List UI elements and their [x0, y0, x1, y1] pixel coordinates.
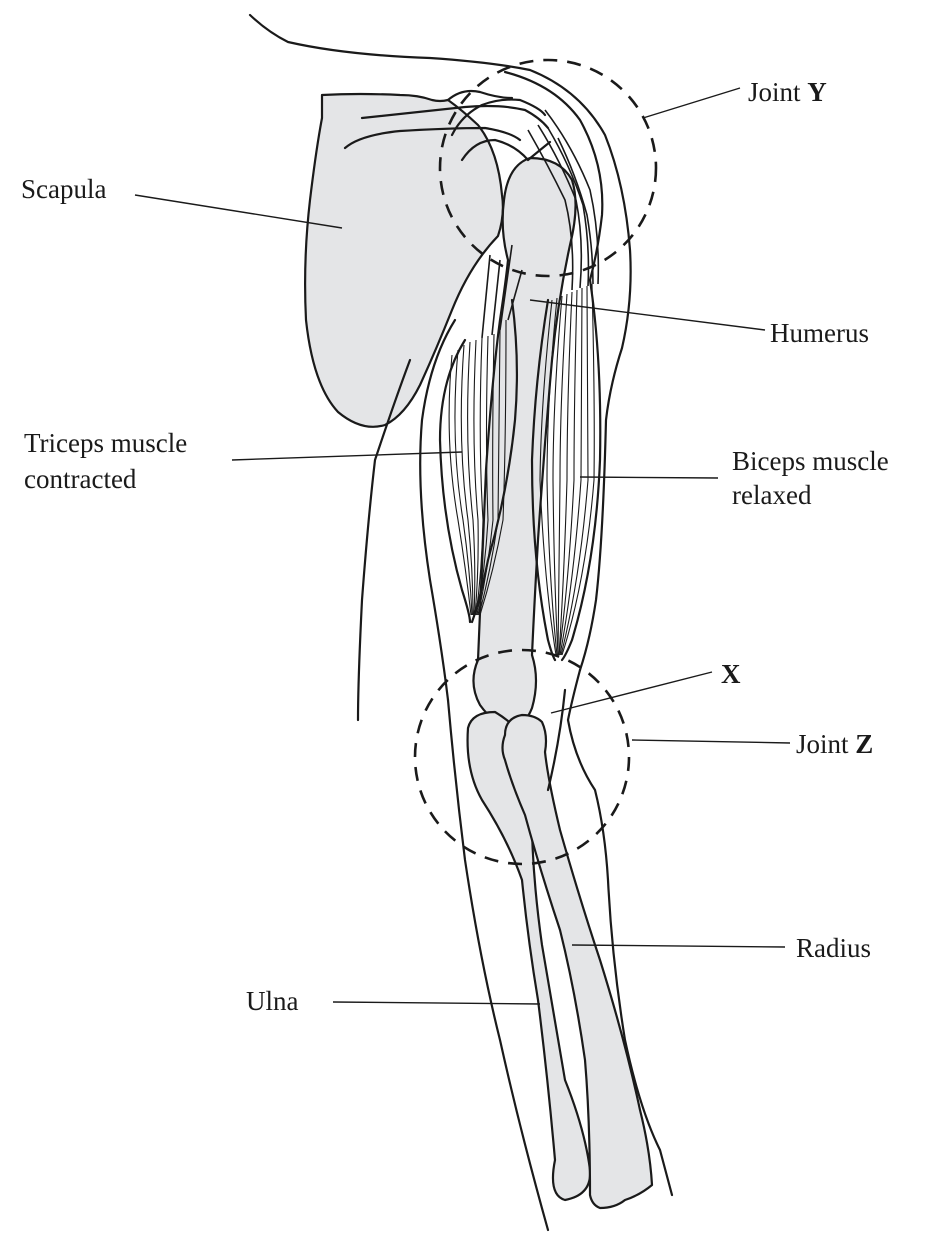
biceps-label-line1: Biceps muscle — [732, 446, 889, 476]
biceps-leader — [580, 477, 718, 478]
ulna-leader — [333, 1002, 540, 1004]
triceps-label-line2: contracted — [24, 464, 137, 494]
radius-leader — [572, 945, 785, 947]
x-marker-label: X — [721, 659, 741, 689]
joint-y-label: Joint Y — [748, 77, 827, 107]
triceps-leader — [232, 452, 462, 460]
joint-y-leader — [643, 88, 740, 118]
ulna-label: Ulna — [246, 986, 299, 1016]
biceps-label-line2: relaxed — [732, 480, 812, 510]
scapula-label: Scapula — [21, 174, 106, 204]
joint-z-leader — [632, 740, 790, 743]
humerus-label: Humerus — [770, 318, 869, 348]
joint-y-letter: Y — [807, 77, 827, 107]
joint-z-letter: Z — [855, 729, 873, 759]
joint-z-label: Joint Z — [796, 729, 873, 759]
radius-label: Radius — [796, 933, 871, 963]
triceps-label-line1: Triceps muscle — [24, 428, 187, 458]
